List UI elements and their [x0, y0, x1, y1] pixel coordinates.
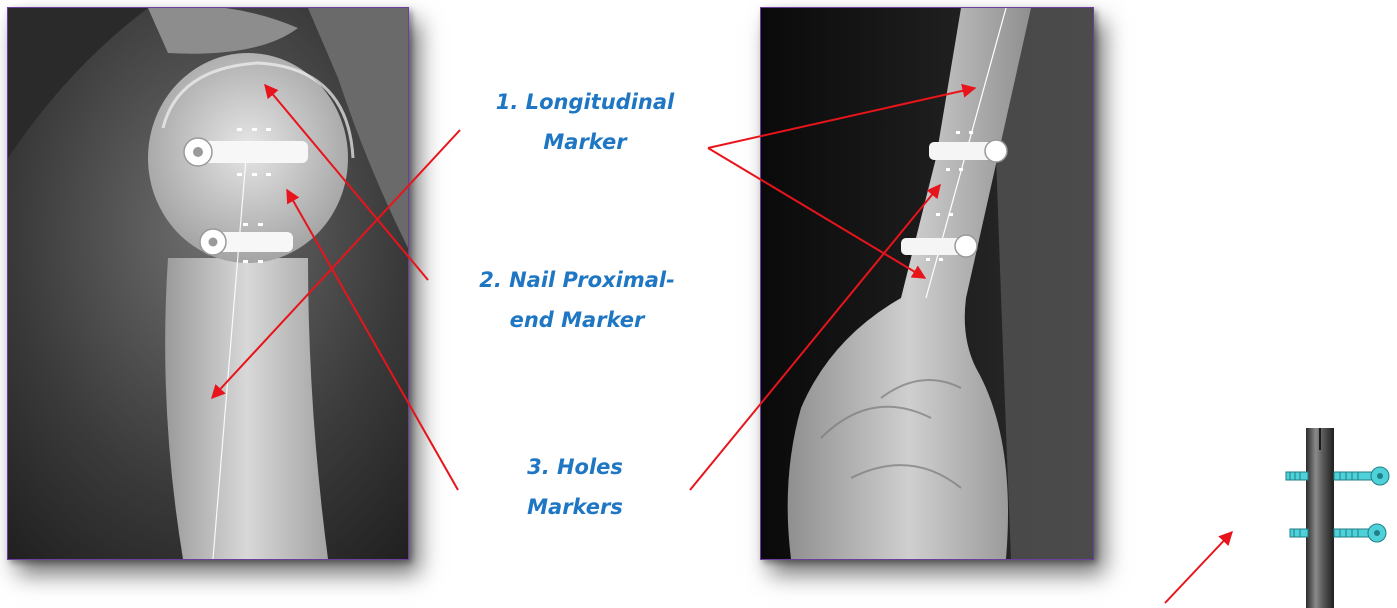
implant-nail-image — [1282, 428, 1397, 608]
label-proximal-line1: 2. Nail Proximal- — [452, 260, 702, 300]
label-longitudinal-line1: 1. Longitudinal — [470, 82, 700, 122]
arrow-implant — [1165, 532, 1232, 603]
label-proximal-line2: end Marker — [452, 300, 702, 340]
label-nail-proximal-end-marker: 2. Nail Proximal- end Marker — [452, 260, 702, 340]
label-holes-line2: Markers — [470, 487, 680, 527]
label-longitudinal-line2: Marker — [470, 122, 700, 162]
xray-image-femur — [760, 7, 1094, 560]
xray-image-humerus — [7, 7, 409, 560]
label-holes-line1: 3. Holes — [470, 447, 680, 487]
label-longitudinal-marker: 1. Longitudinal Marker — [470, 82, 700, 162]
label-holes-markers: 3. Holes Markers — [470, 447, 680, 527]
